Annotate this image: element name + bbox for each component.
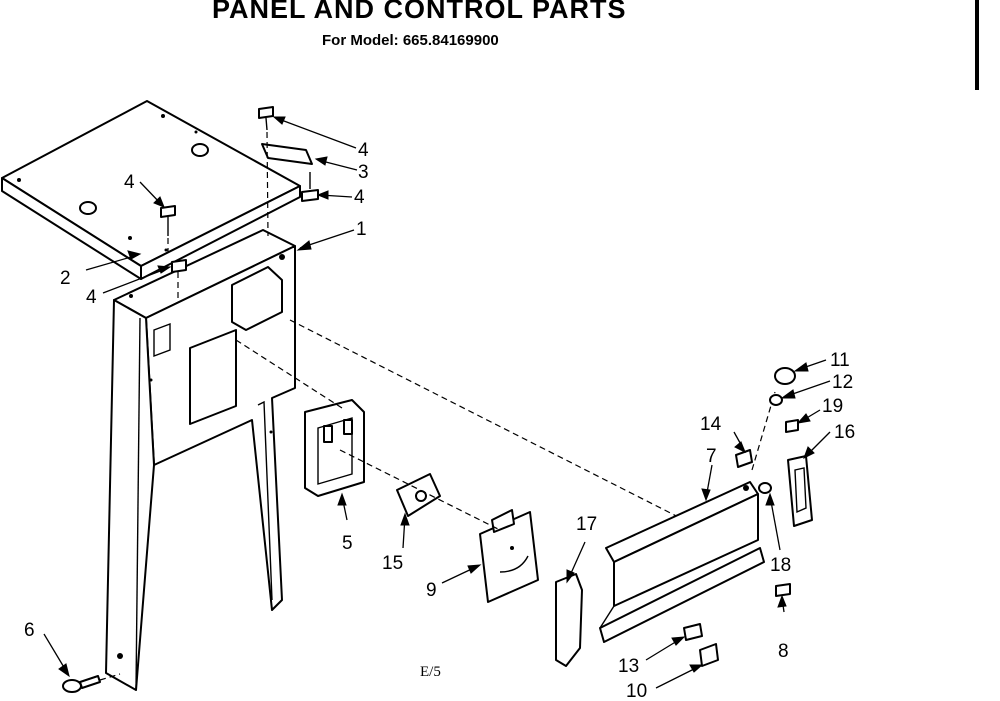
callout-14: 14 bbox=[700, 414, 722, 435]
callout-15: 15 bbox=[382, 553, 403, 574]
callout-19: 19 bbox=[822, 396, 843, 417]
washer-part-12 bbox=[769, 394, 783, 406]
bracket-part-16 bbox=[787, 455, 813, 527]
callout-4-top: 4 bbox=[358, 140, 369, 161]
callout-3: 3 bbox=[358, 162, 369, 183]
alignment-line-housing bbox=[235, 339, 343, 409]
callout-17: 17 bbox=[576, 514, 597, 535]
callout-6: 6 bbox=[24, 620, 35, 641]
callout-2: 2 bbox=[60, 268, 71, 289]
callout-13: 13 bbox=[618, 656, 639, 677]
callout-5: 5 bbox=[342, 533, 353, 554]
screw-part-4-right bbox=[301, 172, 319, 202]
control-panel-part-7 bbox=[599, 481, 765, 643]
callout-4-right: 4 bbox=[354, 187, 365, 208]
clip-part-14 bbox=[735, 449, 753, 468]
callout-4-left: 4 bbox=[124, 172, 135, 193]
screw-part-6 bbox=[62, 673, 121, 693]
callout-9: 9 bbox=[426, 580, 437, 601]
callout-1: 1 bbox=[356, 219, 367, 240]
callout-18: 18 bbox=[770, 555, 791, 576]
callout-12: 12 bbox=[832, 372, 853, 393]
model-subtitle: For Model: 665.84169900 bbox=[322, 32, 499, 49]
alignment-line-frame bbox=[289, 319, 701, 529]
main-frame-part-1 bbox=[105, 229, 296, 691]
dial-part-15 bbox=[396, 473, 441, 517]
clip-part-10 bbox=[699, 643, 719, 667]
screw-part-4-top bbox=[258, 106, 274, 237]
clip-part-13 bbox=[683, 623, 703, 641]
callout-11: 11 bbox=[830, 350, 850, 371]
side-trim-part-17 bbox=[555, 573, 583, 667]
callout-10: 10 bbox=[626, 681, 647, 701]
drawing-code: E/5 bbox=[420, 664, 441, 680]
screw-part-4-left bbox=[160, 205, 176, 252]
knob-part-11 bbox=[774, 367, 796, 385]
callout-7: 7 bbox=[706, 446, 717, 467]
bracket-part-3 bbox=[261, 143, 313, 165]
leader-lines bbox=[43, 116, 831, 689]
alignment-line-knob bbox=[751, 391, 776, 471]
page-edge-mark bbox=[975, 0, 979, 90]
screw-part-19 bbox=[785, 419, 799, 433]
spacer-part-18 bbox=[758, 482, 772, 494]
screw-part-8 bbox=[775, 583, 791, 597]
page-title: PANEL AND CONTROL PARTS bbox=[212, 0, 627, 24]
callout-8: 8 bbox=[778, 641, 789, 662]
top-panel-part-2 bbox=[1, 100, 301, 280]
switch-plate-part-9 bbox=[479, 509, 539, 603]
housing-part-5 bbox=[304, 399, 365, 497]
callout-16: 16 bbox=[834, 422, 855, 443]
screw-part-4-lower bbox=[171, 259, 187, 300]
callout-4-lower: 4 bbox=[86, 287, 97, 308]
